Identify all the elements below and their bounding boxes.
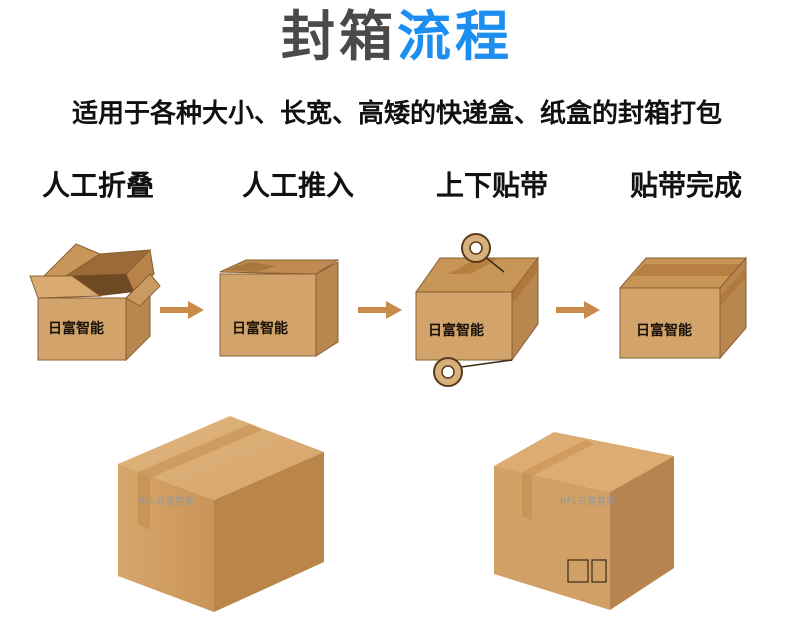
step-label-push: 人工推入	[242, 169, 355, 202]
taped-box-illustration	[616, 254, 748, 360]
box-brand-label-2: 日富智能	[232, 321, 288, 337]
box-brand-label-3: 日富智能	[428, 323, 484, 339]
subtitle: 适用于各种大小、长宽、高矮的快递盒、纸盒的封箱打包	[71, 99, 722, 129]
arrow-right-icon	[556, 300, 600, 324]
box-brand-label-4: 日富智能	[636, 323, 692, 339]
taping-box-illustration	[408, 232, 540, 388]
box-brand-label-1: 日富智能	[48, 321, 104, 337]
closing-box-illustration	[216, 258, 342, 358]
arrow-right-icon	[358, 300, 402, 324]
title-part-1: 封箱	[281, 5, 397, 68]
open-box-illustration	[29, 240, 161, 362]
sealed-box-photo-wide	[110, 412, 332, 620]
watermark-right: RFL日富智能	[560, 497, 616, 507]
step-label-fold: 人工折叠	[42, 169, 155, 202]
sealed-box-photo-cube	[488, 428, 684, 616]
watermark-left: RFL日富智能	[138, 497, 194, 507]
page-title: 封箱流程	[0, 4, 794, 70]
step-label-done: 贴带完成	[630, 169, 743, 202]
title-part-2: 流程	[397, 5, 513, 68]
arrow-right-icon	[160, 300, 204, 324]
step-label-tape: 上下贴带	[436, 169, 549, 202]
